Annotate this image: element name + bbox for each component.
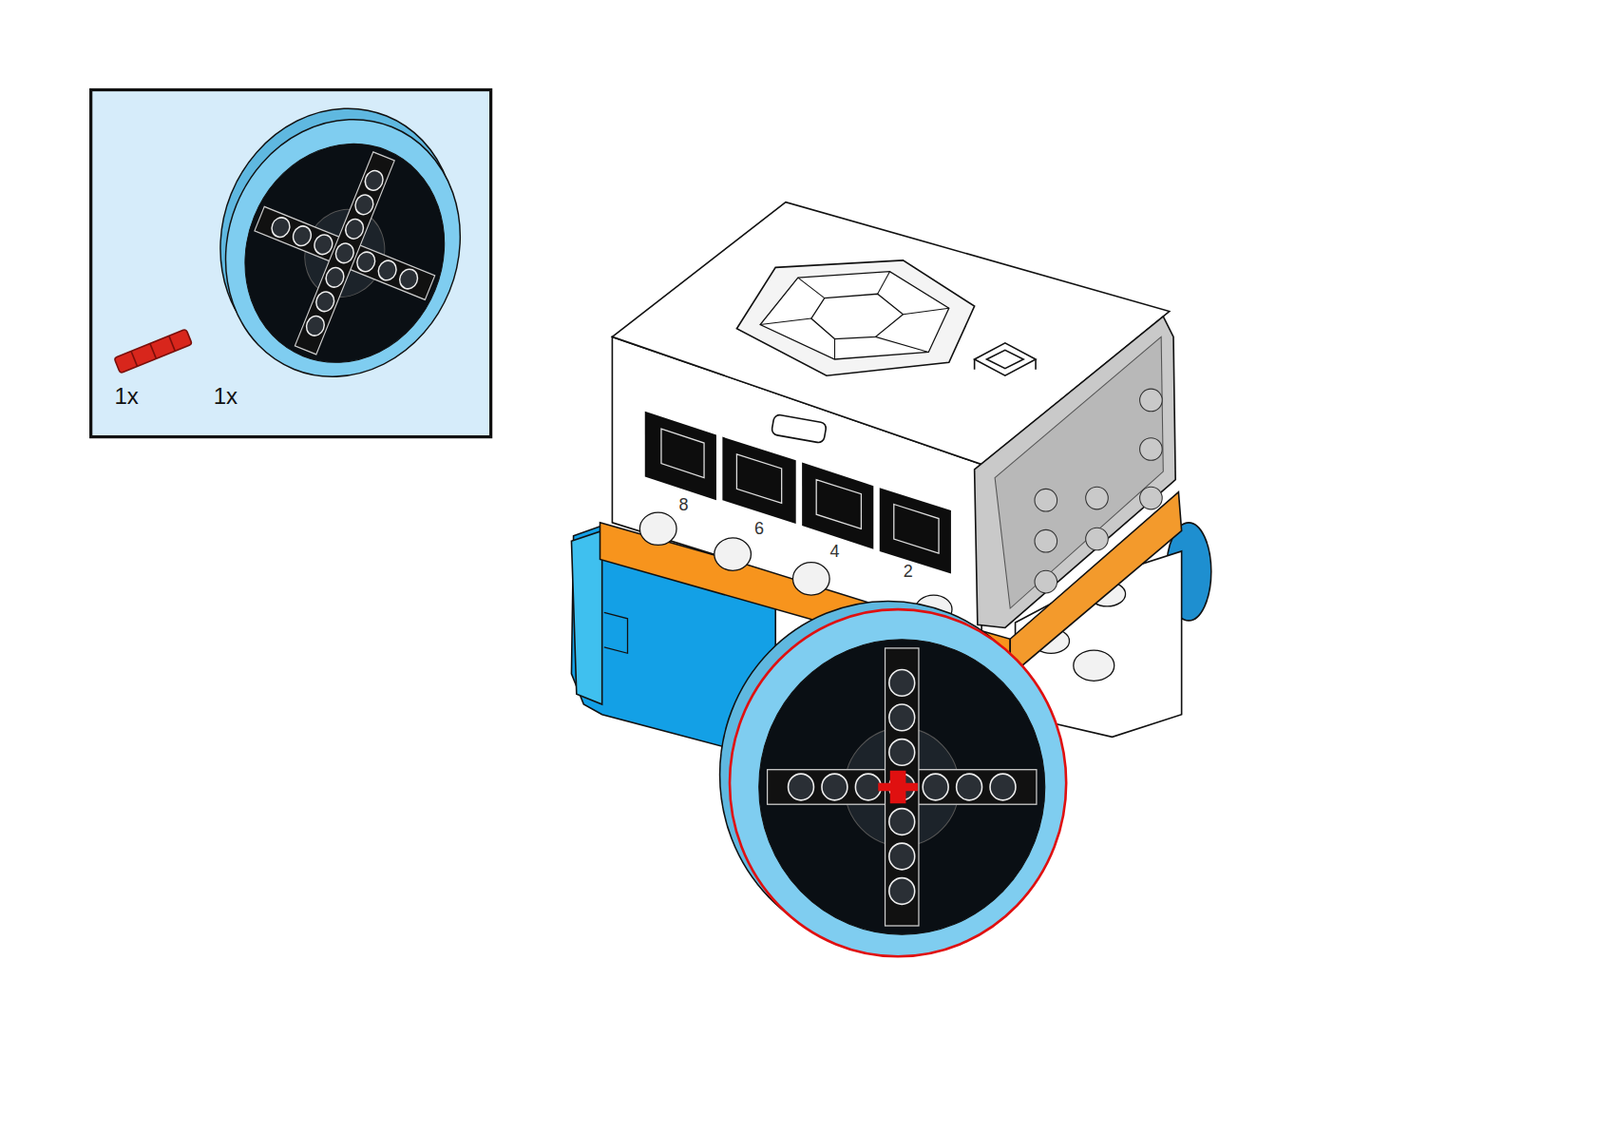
rim bbox=[759, 639, 1046, 934]
drawing-part bbox=[834, 339, 836, 360]
drawing-part bbox=[894, 503, 939, 553]
wheel bbox=[178, 73, 501, 413]
drawing-part bbox=[974, 342, 1036, 376]
drawing-part bbox=[1034, 570, 1058, 593]
hub bbox=[844, 727, 959, 846]
drawing-part bbox=[974, 316, 1177, 629]
drawing-part bbox=[798, 277, 825, 298]
drawing-part bbox=[902, 307, 949, 314]
inset-wheel bbox=[178, 73, 501, 413]
drawing-part bbox=[974, 342, 1036, 376]
drawing-part bbox=[760, 318, 812, 324]
pin-hole bbox=[956, 773, 983, 800]
drawing-part bbox=[736, 260, 974, 376]
pin-hole bbox=[889, 704, 915, 731]
pin-hole bbox=[821, 773, 848, 800]
pin-hole bbox=[397, 266, 421, 291]
spoke bbox=[294, 152, 395, 355]
drawing-part bbox=[722, 437, 796, 524]
drawing-part bbox=[571, 530, 602, 705]
rim bbox=[212, 114, 477, 394]
drawing-part bbox=[987, 349, 1025, 368]
tire bbox=[729, 609, 1067, 956]
drawing-part bbox=[1140, 486, 1163, 510]
drawing-part bbox=[1140, 388, 1163, 412]
drawing-part bbox=[1034, 488, 1058, 512]
spoke bbox=[254, 206, 436, 300]
pin-hole bbox=[268, 214, 293, 240]
pin-hole bbox=[361, 168, 386, 193]
drawing-part bbox=[1073, 649, 1115, 681]
drawing-part bbox=[169, 335, 175, 351]
drawing-part bbox=[1140, 438, 1163, 461]
pin-hole bbox=[990, 773, 1016, 800]
drawing-part bbox=[150, 342, 156, 359]
port-number: 6 bbox=[754, 519, 764, 537]
hub bbox=[291, 197, 398, 309]
pin-hole bbox=[889, 669, 915, 697]
drawing-part bbox=[1034, 529, 1058, 553]
drawing-part bbox=[792, 562, 830, 595]
quantity-label: 1x bbox=[213, 384, 238, 408]
pin-hole bbox=[889, 808, 915, 836]
pin-hole bbox=[342, 216, 367, 242]
port-number: 2 bbox=[903, 562, 914, 580]
pin-hole bbox=[313, 288, 338, 314]
spoke bbox=[767, 769, 1037, 805]
drawing-part bbox=[811, 293, 904, 339]
drawing-part bbox=[645, 411, 717, 500]
drawing-part bbox=[639, 512, 677, 545]
pin-hole bbox=[922, 773, 949, 800]
pin-hole bbox=[375, 257, 400, 283]
pin-hole bbox=[889, 739, 915, 766]
pin-hole bbox=[889, 877, 915, 905]
drawing-part bbox=[801, 461, 874, 549]
pin-hole bbox=[290, 223, 315, 248]
drawing-part bbox=[816, 479, 861, 530]
drawing-part bbox=[604, 611, 629, 653]
drawing-part bbox=[736, 454, 781, 504]
pin-hole bbox=[323, 265, 347, 290]
pin-hole bbox=[354, 248, 379, 274]
pin-hole bbox=[788, 773, 815, 800]
wheel bbox=[720, 601, 1067, 957]
pin-hole bbox=[311, 231, 336, 257]
quantity-label: 1x bbox=[114, 384, 138, 408]
drawing-part bbox=[771, 414, 828, 444]
drawing-part bbox=[879, 487, 952, 573]
robot bbox=[571, 202, 1211, 761]
pin-hole bbox=[889, 842, 915, 870]
port-number: 8 bbox=[679, 495, 689, 514]
big-wheel bbox=[720, 601, 1067, 957]
drawing-part bbox=[1085, 527, 1109, 551]
pin-hole bbox=[855, 773, 881, 800]
axle-pin bbox=[114, 328, 192, 374]
tire bbox=[187, 83, 498, 413]
port-number: 4 bbox=[829, 542, 839, 560]
pin-hole bbox=[303, 313, 327, 339]
pin-hole bbox=[352, 191, 377, 217]
drawing-part bbox=[114, 328, 192, 374]
drawing-part bbox=[994, 336, 1163, 609]
axle-hole bbox=[877, 770, 918, 803]
drawing-part bbox=[131, 350, 137, 366]
drawing-part bbox=[760, 271, 950, 360]
drawing-part bbox=[714, 537, 752, 571]
drawing-part bbox=[877, 271, 891, 295]
drawing-part bbox=[661, 428, 705, 478]
pin-hole bbox=[332, 240, 357, 266]
drawing-part bbox=[1085, 486, 1109, 510]
drawing-part bbox=[1034, 359, 1037, 370]
drawing-part bbox=[973, 359, 976, 370]
drawing-part bbox=[875, 336, 929, 352]
